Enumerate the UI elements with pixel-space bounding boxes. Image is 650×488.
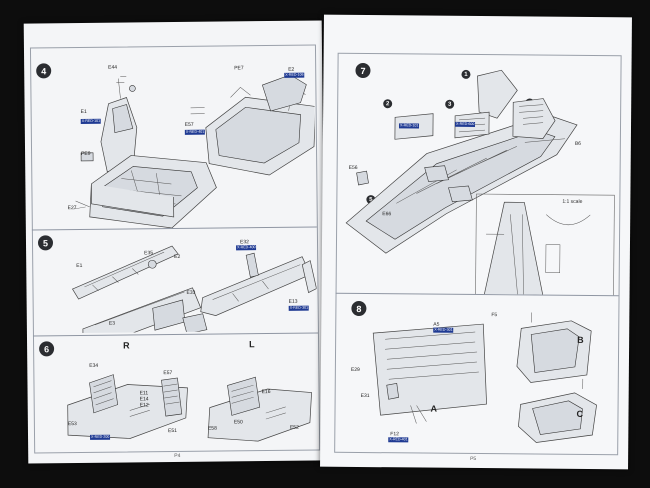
sub-assembly-label-c: C	[576, 408, 584, 419]
part-tag: X-RED-301	[288, 305, 310, 311]
part-label: E56	[348, 164, 358, 171]
part-label: B6	[574, 140, 582, 147]
part-label: E33	[186, 289, 196, 296]
part-label: E34	[89, 362, 99, 369]
part-tag: X-RED-401	[184, 129, 206, 135]
step-7-fuselage-floor-drawing	[345, 69, 615, 296]
part-label: E27	[67, 205, 77, 212]
page-number: P4	[174, 452, 181, 460]
step-8-side-walls-drawing	[372, 312, 597, 443]
part-label: E51	[167, 427, 177, 435]
step-4-seat-cockpit-drawing	[73, 74, 316, 229]
part-label: F5	[491, 312, 498, 319]
part-tag: X-RED-600	[455, 121, 476, 127]
inset-label: 1:1 scale	[562, 198, 583, 205]
sub-assembly-label-b: B	[577, 334, 584, 345]
part-label: E50	[233, 419, 243, 426]
part-label: PE9	[81, 150, 91, 157]
part-label: E31	[360, 392, 370, 400]
page-number: P5	[470, 455, 477, 463]
part-label: E53	[67, 421, 77, 428]
part-tag: X-RED-101	[398, 123, 420, 129]
part-label: E1	[80, 108, 87, 115]
part-tag: X-RED-200	[90, 434, 111, 440]
part-label: E29	[350, 366, 360, 373]
part-tag: X-RED-400	[236, 245, 257, 251]
part-label: E16	[261, 389, 271, 396]
part-label: E58	[207, 425, 217, 432]
sub-assembly-label-a: A	[430, 403, 438, 414]
part-label: E35	[144, 250, 154, 257]
part-label: E1	[76, 262, 83, 270]
part-label: E44	[108, 64, 118, 71]
step-6-side-consoles-drawing	[67, 374, 312, 442]
instruction-page-right: 7 1 2 3 4 5 1:1 scale B6 E56 E66 X-RED-1…	[320, 14, 632, 470]
part-label: E57	[163, 370, 173, 377]
part-label: PE7	[234, 65, 244, 72]
part-label: E52	[289, 424, 299, 431]
instruction-page-left: 4 E44 E1 PE7 E27 PE9 E57 E2 X-RED-101 X-…	[23, 20, 327, 464]
part-tag: X-RED-101	[80, 118, 102, 124]
part-tag: X-RED-401	[388, 437, 409, 443]
part-label: E57	[184, 121, 194, 128]
part-label: E12	[139, 402, 149, 409]
step-5-fuselage-halves-drawing	[71, 245, 317, 334]
part-label: E3	[108, 320, 116, 327]
part-tag: X-RED-301	[433, 327, 454, 333]
part-label: E13	[288, 298, 298, 305]
part-label: E66	[382, 211, 392, 218]
part-tag: X-RED-106	[284, 72, 305, 78]
part-label: E2	[174, 253, 181, 261]
